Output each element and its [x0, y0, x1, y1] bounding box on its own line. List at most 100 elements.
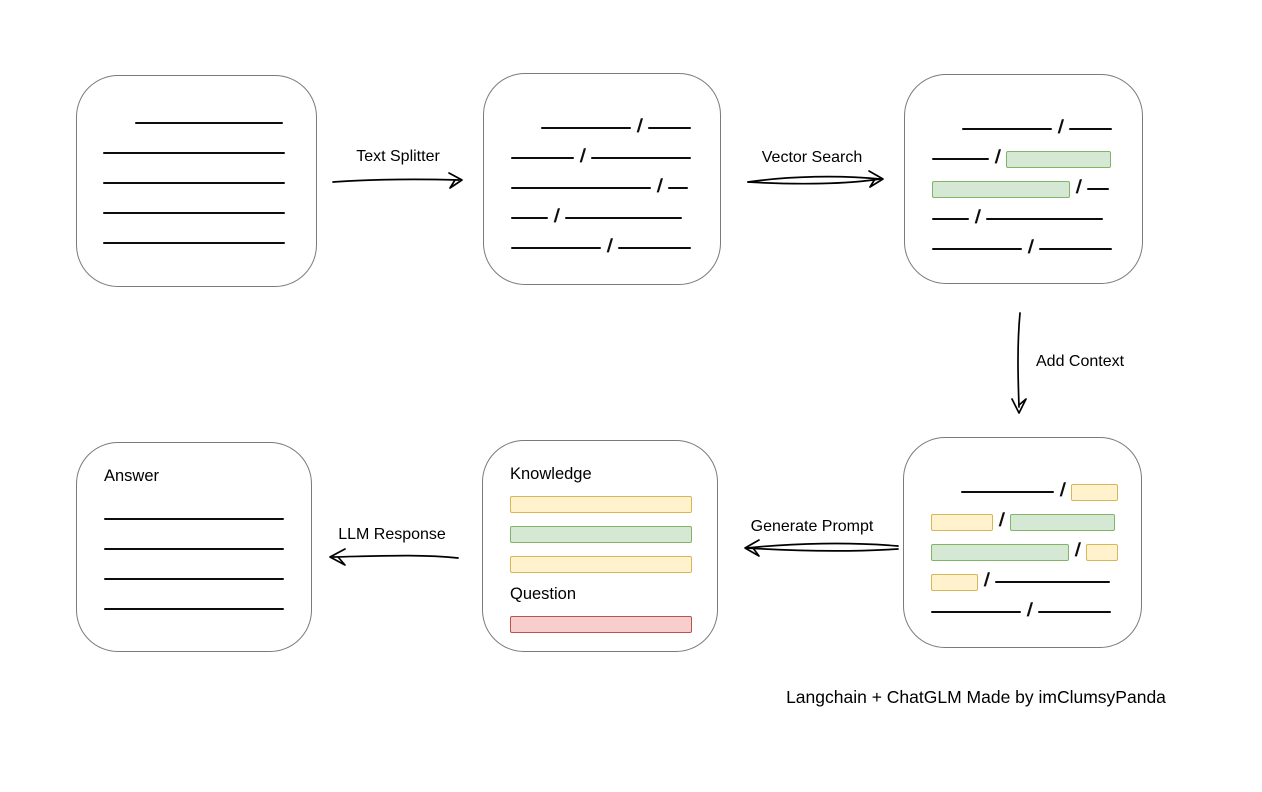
text-line [618, 247, 692, 249]
text-line [541, 127, 631, 129]
chunk-row: / [931, 477, 1119, 507]
knowledge-title: Knowledge [510, 464, 592, 483]
context-chunks-box: / / / / / [903, 437, 1142, 648]
chunk-row: / [511, 113, 696, 143]
add-context-label: Add Context [1036, 353, 1125, 370]
text-splitter-label: Text Splitter [356, 148, 440, 165]
text-line [135, 122, 283, 124]
text-splitter-arrow [332, 172, 463, 189]
chunk-row: / [932, 174, 1118, 204]
knowledge-bars [510, 489, 693, 579]
text-line [565, 217, 683, 219]
text-line [668, 187, 689, 189]
yellow-highlight-bar [1086, 543, 1119, 561]
answer-lines [104, 504, 287, 624]
chunk-row: / [511, 233, 696, 263]
chunk-separator-slash: / [552, 206, 561, 227]
chunk-row: / [931, 597, 1117, 627]
chunk-separator-slash: / [973, 207, 982, 228]
indent-gap [931, 492, 961, 493]
text-line [511, 217, 548, 219]
chunk-separator-slash: / [1056, 117, 1065, 138]
chunk-separator-slash: / [635, 116, 644, 137]
text-line [104, 518, 284, 520]
chunk-separator-slash: / [993, 147, 1002, 168]
indent-gap [511, 128, 541, 129]
chunk-row [510, 609, 693, 639]
text-line [103, 242, 285, 244]
chunk-row: / [932, 144, 1118, 174]
indent-gap [932, 129, 962, 130]
chunk-separator-slash: / [982, 570, 991, 591]
matched-chunks-box: ///// [904, 74, 1143, 284]
text-line [1039, 248, 1113, 250]
text-line [986, 218, 1104, 220]
chunk-row [104, 534, 287, 564]
source-document-box [76, 75, 317, 287]
chunk-lines: / / / / / [511, 113, 696, 263]
chunk-separator-slash: / [1074, 177, 1083, 198]
chunk-row: / [931, 507, 1117, 537]
text-line [103, 212, 285, 214]
chunk-row: / [931, 567, 1117, 597]
chunk-row [104, 564, 287, 594]
text-line [1087, 188, 1110, 190]
text-line [511, 157, 574, 159]
text-line [104, 548, 284, 550]
text-line [104, 608, 284, 610]
chunk-lines: / / / / / [931, 477, 1119, 627]
text-line [932, 248, 1022, 250]
diagram-caption: Langchain + ChatGLM Made by imClumsyPand… [786, 687, 1166, 707]
text-line [648, 127, 692, 129]
generate-prompt-label: Generate Prompt [750, 518, 874, 535]
chunk-row [510, 549, 693, 579]
text-line [104, 578, 284, 580]
llm-response-arrow [329, 548, 459, 566]
yellow-highlight-bar [510, 555, 692, 573]
text-line [511, 187, 651, 189]
chunk-row: / [511, 203, 696, 233]
text-line [511, 247, 601, 249]
text-line [961, 491, 1054, 493]
chunk-row: / [511, 143, 696, 173]
chunk-separator-slash: / [1058, 480, 1067, 501]
chunk-row [103, 138, 292, 168]
text-line [932, 218, 969, 220]
chunk-separator-slash: / [578, 146, 587, 167]
prompt-box: Knowledge Question [482, 440, 718, 652]
text-line [103, 182, 285, 184]
chunk-row [103, 168, 292, 198]
text-line [962, 128, 1052, 130]
text-line [932, 158, 989, 160]
chunk-separator-slash: / [1073, 540, 1082, 561]
red-highlight-bar [510, 615, 692, 633]
question-title: Question [510, 584, 577, 603]
text-line [995, 581, 1111, 583]
answer-title: Answer [104, 466, 160, 485]
chunk-row: / [511, 173, 696, 203]
green-highlight-bar [931, 543, 1069, 561]
chunk-separator-slash: / [997, 510, 1006, 531]
text-line [591, 157, 692, 159]
chunk-row [104, 594, 287, 624]
question-bar [510, 609, 693, 639]
chunk-row [103, 108, 292, 138]
yellow-highlight-bar [931, 573, 978, 591]
green-highlight-bar [510, 525, 692, 543]
vector-search-label: Vector Search [761, 149, 863, 166]
yellow-highlight-bar [931, 513, 993, 531]
split-chunks-box: / / / / / [483, 73, 721, 285]
chunk-row [104, 504, 287, 534]
text-line [1038, 611, 1112, 613]
document-lines [103, 108, 292, 258]
text-line [103, 152, 285, 154]
text-line [1069, 128, 1113, 130]
vector-search-arrow [747, 170, 884, 188]
yellow-highlight-bar [510, 495, 692, 513]
chunk-row: / [932, 114, 1118, 144]
yellow-highlight-bar [1071, 483, 1119, 501]
chunk-row [103, 228, 292, 258]
chunk-lines: ///// [932, 114, 1118, 264]
chunk-row [103, 198, 292, 228]
